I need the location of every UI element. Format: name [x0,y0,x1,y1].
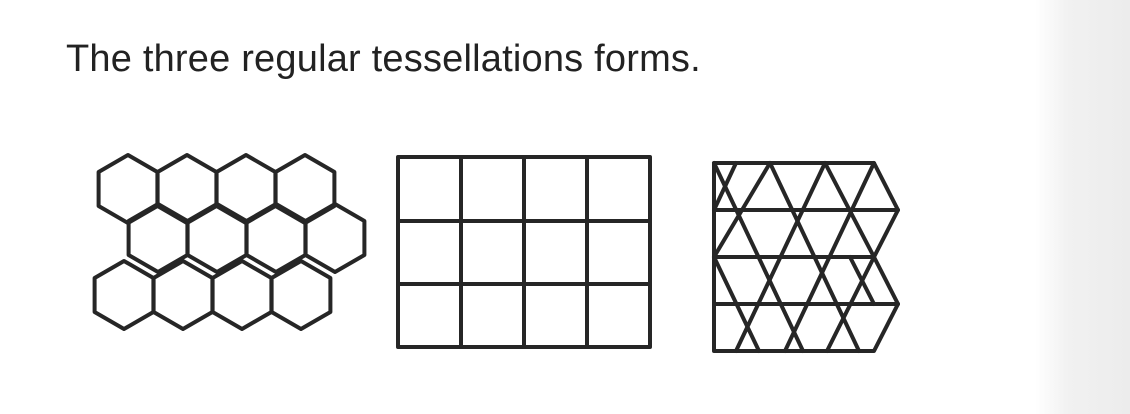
page-edge-shadow [1035,0,1130,414]
triangle-grid-line [712,161,805,353]
hexagon-cell [273,153,337,225]
hexagon-cell [214,153,278,225]
figure-caption: The three regular tessellations forms. [66,38,701,80]
hexagonal-tessellation [92,153,367,331]
triangle-grid-line [712,161,738,212]
triangle-grid-line [823,161,876,259]
hexagon-cell [269,259,333,331]
triangle-grid-line [783,161,876,353]
triangle-grid-line [712,255,761,353]
triangle-grid-outline [712,161,900,353]
hexagon-cell [96,153,160,225]
hexagon-cell [303,202,367,274]
hexagon-cell [210,259,274,331]
triangle-grid-line [734,161,827,353]
hexagon-cell [151,259,215,331]
hexagon-cell [155,153,219,225]
hexagon-cell [92,259,156,331]
triangle-grid-line [712,161,772,259]
triangular-tessellation [712,161,900,353]
square-tessellation [396,155,652,349]
triangle-grid-line [825,255,876,353]
